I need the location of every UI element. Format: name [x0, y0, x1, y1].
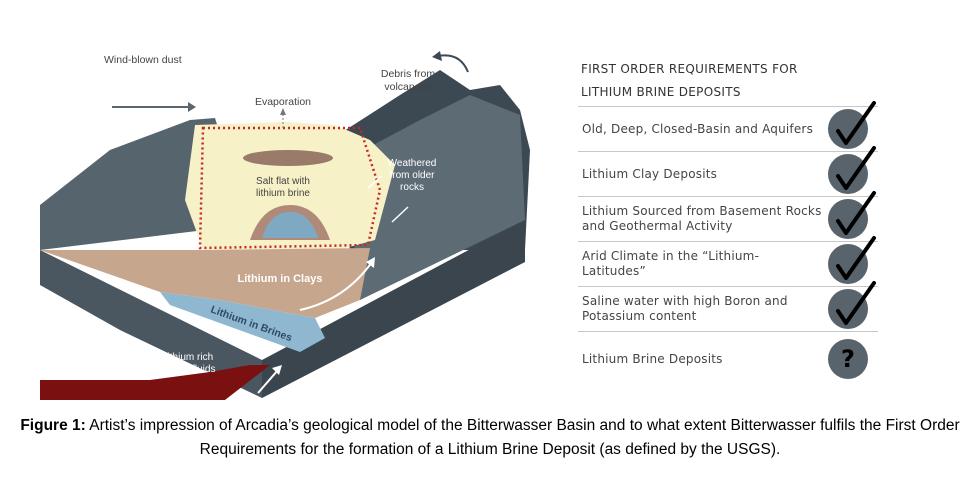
label-wind-blown-dust: Wind-blown dust [104, 54, 182, 66]
label-debris-2: volcanoes [384, 81, 431, 93]
checkmark-icon [828, 191, 876, 239]
geological-model-diagram: Wind-blown dust Debris from volcanoes Ev… [40, 51, 530, 400]
clay-layer [40, 248, 370, 318]
label-weathered-3: rocks [400, 182, 424, 193]
requirement-text: Lithium Clay Deposits [582, 166, 718, 181]
label-debris-1: Debris from [381, 68, 436, 80]
requirement-text: Lithium Brine Deposits [582, 351, 723, 366]
left-mountain [40, 118, 225, 250]
checkmark-icon [828, 236, 876, 284]
evaporation-arrowhead [280, 108, 286, 115]
question-mark-icon: ? [828, 339, 868, 379]
wind-arrowhead [188, 102, 196, 112]
magma-arrow [257, 369, 279, 394]
magma-arrowhead [272, 365, 282, 375]
requirements-title-line2: lithium brine deposits [581, 85, 741, 99]
requirement-row: Lithium Sourced from Basement Rocks and … [578, 191, 878, 241]
requirement-row: Lithium Brine Deposits? [578, 331, 878, 386]
basin-fill [185, 122, 395, 255]
magma-fluids [40, 365, 270, 400]
caption-label: Figure 1: [20, 417, 86, 434]
requirements-panel: First order requirements for lithium bri… [578, 58, 878, 386]
label-weathered-2: from older [389, 170, 435, 181]
label-salt-flat-2: lithium brine [256, 188, 310, 199]
requirement-text: Arid Climate in the “Lithium-Latitudes” [582, 249, 760, 278]
requirement-row: Lithium Clay Deposits [578, 146, 878, 196]
label-evaporation: Evaporation [255, 96, 311, 108]
label-salt-flat-1: Salt flat with [256, 176, 310, 187]
status-question-mark: ? [841, 345, 855, 373]
checkmark-icon [828, 101, 876, 149]
caption-text: Artist’s impression of Arcadia’s geologi… [85, 417, 960, 458]
evaporation-outline [198, 126, 382, 250]
requirement-row: Saline water with high Boron and Potassi… [578, 281, 878, 331]
label-magma-1: Lithium rich [162, 352, 213, 363]
checkmark-icon [828, 146, 876, 194]
salt-flat [243, 150, 333, 166]
weathered-arrow-1 [367, 175, 383, 189]
label-magma-2: magma fluids [156, 364, 215, 375]
block-front-right [262, 220, 525, 398]
brine-layer [160, 292, 325, 352]
requirements-title: First order requirements for lithium bri… [581, 58, 878, 104]
debris-arrowhead [432, 51, 442, 61]
requirement-text: Saline water with high Boron and Potassi… [582, 294, 788, 323]
flow-arrow [299, 261, 373, 311]
requirement-row: Arid Climate in the “Lithium-Latitudes” [578, 236, 878, 286]
requirement-text: Old, Deep, Closed-Basin and Aquifers [582, 121, 814, 136]
weathered-arrow-2 [391, 206, 409, 223]
requirement-row: Old, Deep, Closed-Basin and Aquifers [578, 101, 878, 151]
block-front-left [40, 250, 262, 398]
right-mountain-front [345, 95, 525, 300]
debris-arrow [437, 54, 469, 73]
requirements-title-line1: First order requirements for [581, 62, 798, 76]
checkmark-icon [828, 281, 876, 329]
requirement-text: Lithium Sourced from Basement Rocks and … [582, 204, 822, 233]
flow-arrowhead [366, 257, 375, 268]
label-lithium-in-clays: Lithium in Clays [238, 273, 323, 285]
label-weathered-1: Weathered [388, 158, 437, 169]
brine-pocket [262, 212, 318, 238]
figure-caption: Figure 1: Artist’s impression of Arcadia… [0, 414, 980, 462]
